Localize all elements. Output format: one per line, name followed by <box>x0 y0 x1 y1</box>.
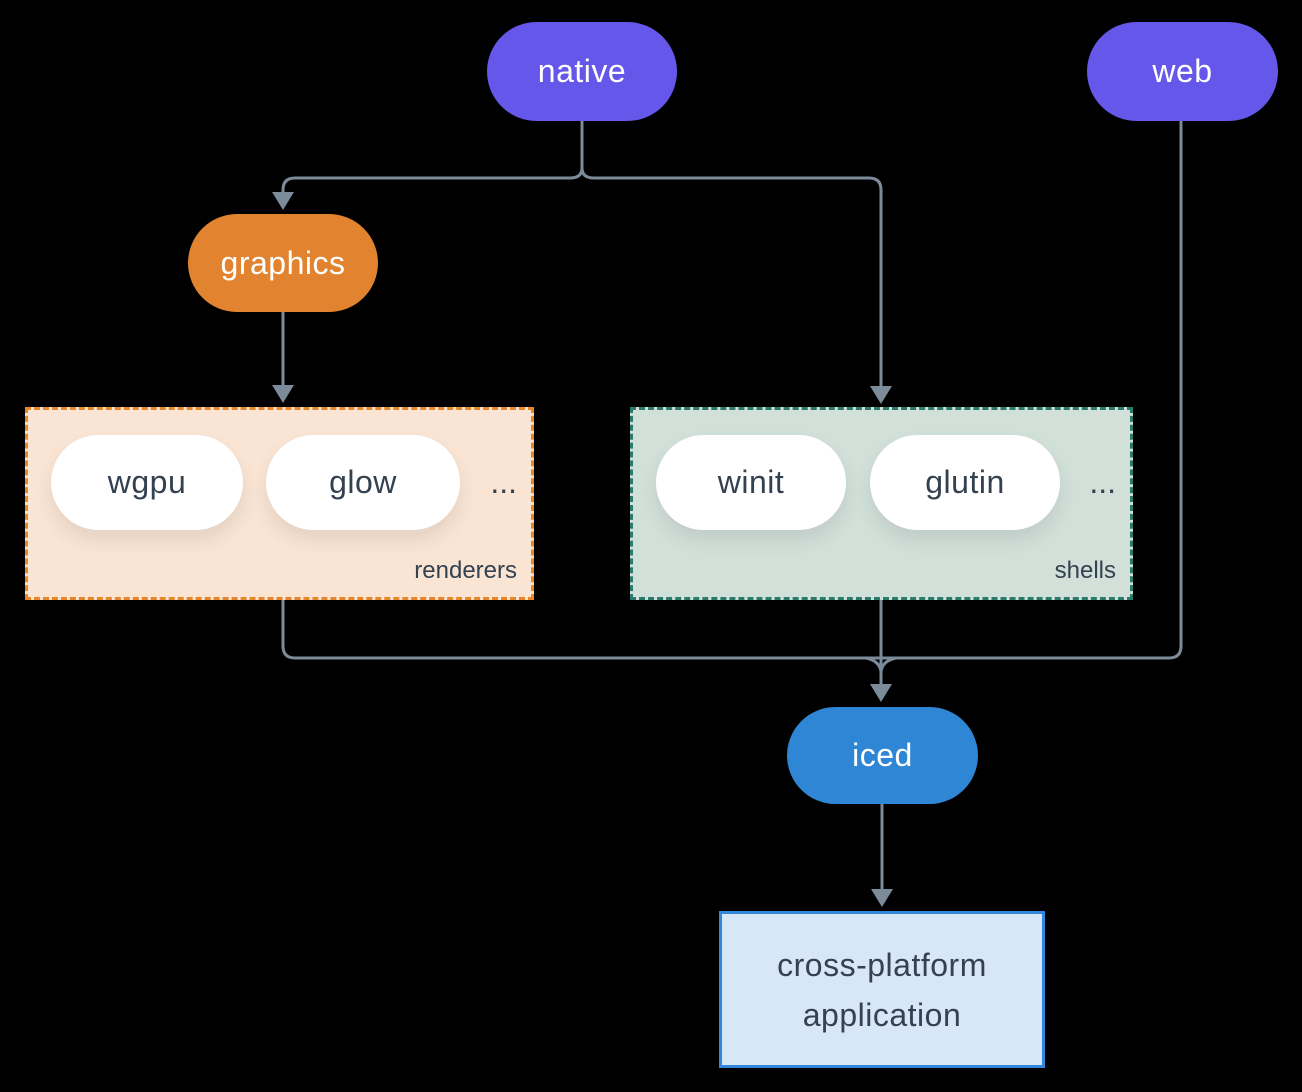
node-native-label: native <box>537 53 627 89</box>
renderers-group-label: renderers <box>414 557 517 584</box>
connector-merge-to-iced <box>281 121 1183 702</box>
arrowhead-to-graphics <box>272 192 294 210</box>
connector-iced-to-application <box>871 804 893 907</box>
application-label-line2: application <box>802 996 962 1033</box>
pill-winit-label: winit <box>717 464 785 500</box>
pill-glow: glow <box>266 435 460 530</box>
pill-glutin-label: glutin <box>925 464 1005 500</box>
shells-group-label: shells <box>1054 557 1116 584</box>
pill-glow-label: glow <box>329 464 397 500</box>
arrowhead-to-application <box>871 889 893 907</box>
node-web-label: web <box>1152 53 1213 89</box>
application-label-line1: cross-platform <box>777 946 987 983</box>
node-web: web <box>1087 22 1278 121</box>
connector-graphics-to-renderers <box>272 312 294 403</box>
node-iced-label: iced <box>852 737 913 773</box>
node-iced: iced <box>787 707 978 804</box>
node-native: native <box>487 22 677 121</box>
pill-wgpu: wgpu <box>51 435 243 530</box>
arrowhead-to-shells <box>870 386 892 404</box>
pill-winit: winit <box>656 435 846 530</box>
connector-native-fork <box>272 121 892 404</box>
shells-ellipsis: ... <box>1089 464 1116 500</box>
arrowhead-to-renderers <box>272 385 294 403</box>
pill-glutin: glutin <box>870 435 1060 530</box>
node-graphics: graphics <box>188 214 378 312</box>
renderers-ellipsis: ... <box>490 464 517 500</box>
node-graphics-label: graphics <box>220 244 346 281</box>
node-application: cross-platform application <box>719 911 1045 1068</box>
group-renderers: wgpu glow ... renderers <box>25 407 534 600</box>
arrowhead-to-iced <box>870 684 892 702</box>
group-shells: winit glutin ... shells <box>630 407 1133 600</box>
pill-wgpu-label: wgpu <box>107 464 187 500</box>
